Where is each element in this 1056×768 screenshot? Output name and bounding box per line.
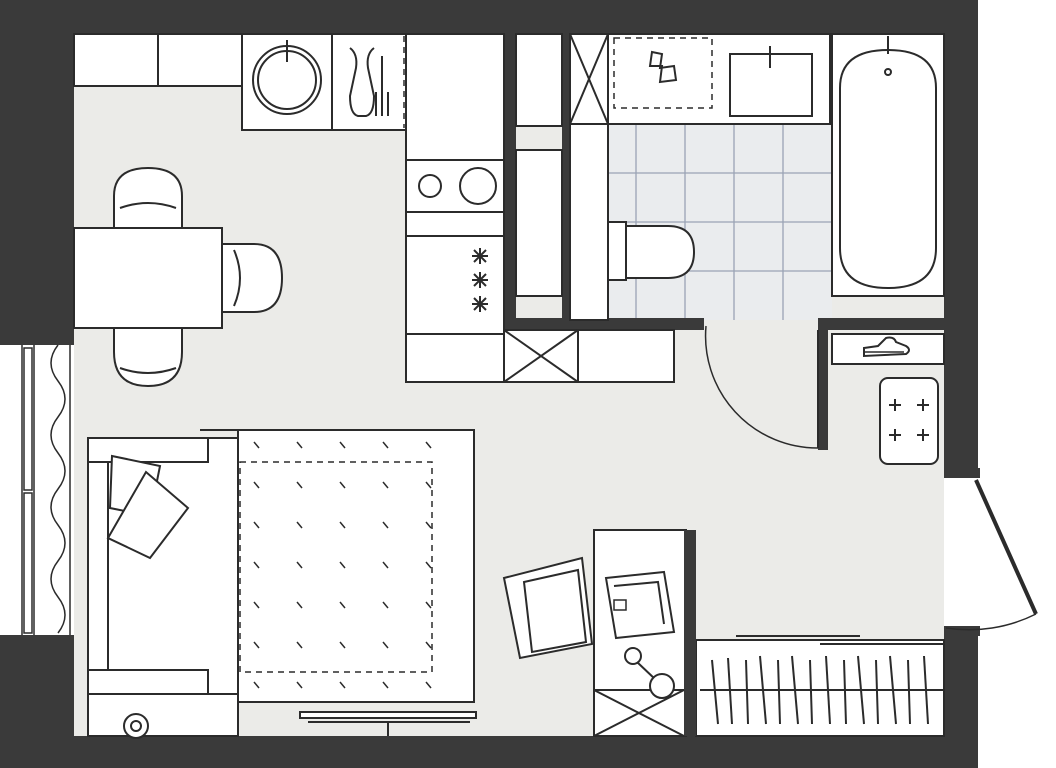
bathroom <box>569 33 945 321</box>
rug-mark <box>339 601 346 609</box>
toilet-icon <box>607 221 696 281</box>
interior-walls <box>504 34 944 450</box>
rug-mark <box>296 641 303 649</box>
chair-icon[interactable] <box>221 243 284 313</box>
rug-mark <box>382 681 389 689</box>
cooktop-icon <box>405 159 505 213</box>
rug-icon <box>200 429 475 703</box>
dish-brush-icon <box>331 33 407 131</box>
rug-mark <box>296 681 303 689</box>
bathroom-floor <box>608 123 832 320</box>
rug-mark <box>382 601 389 609</box>
rug-mark <box>296 481 303 489</box>
armchair-icon[interactable] <box>502 556 594 660</box>
rug-mark <box>339 561 346 569</box>
rug-mark <box>425 521 432 529</box>
rug-mark <box>425 681 432 689</box>
rug-mark <box>253 561 260 569</box>
rug-mark <box>253 481 260 489</box>
washing-machine-icon <box>569 33 609 321</box>
rug-mark <box>339 681 346 689</box>
rug-mark <box>296 521 303 529</box>
rug-mark <box>253 681 260 689</box>
rug-mark <box>253 521 260 529</box>
upper-cabinet <box>73 33 159 87</box>
oven-icon <box>405 211 505 335</box>
pouf-icon[interactable] <box>879 377 939 465</box>
hallway <box>831 333 1038 636</box>
rug-mark <box>296 561 303 569</box>
lower-cabinet <box>577 329 675 383</box>
rug-pattern <box>253 441 432 689</box>
rug-mark <box>425 441 432 449</box>
round-sink-icon <box>241 33 333 131</box>
rug-mark <box>382 521 389 529</box>
rug-mark <box>339 481 346 489</box>
counter <box>405 33 505 161</box>
window-icon <box>0 344 74 635</box>
chair-icon[interactable] <box>113 327 183 388</box>
tv-stand-icon <box>299 711 477 736</box>
lower-cabinet <box>405 333 505 383</box>
entrance-door-icon[interactable] <box>944 468 1038 636</box>
shoe-icon <box>831 333 945 365</box>
rug-mark <box>339 641 346 649</box>
rug-mark <box>425 481 432 489</box>
bathtub-icon <box>831 33 945 297</box>
rug-mark <box>425 561 432 569</box>
kitchen <box>73 33 675 383</box>
refrigerator-icon <box>503 329 579 383</box>
rug-mark <box>382 641 389 649</box>
desk-lamp-icon <box>624 647 675 699</box>
rug-mark <box>253 601 260 609</box>
rug-mark <box>425 641 432 649</box>
rug-mark <box>339 521 346 529</box>
upper-cabinet <box>157 33 243 87</box>
chair-icon[interactable] <box>113 166 183 229</box>
rug-mark <box>382 441 389 449</box>
rug-mark <box>296 441 303 449</box>
rug-mark <box>382 481 389 489</box>
rug-mark <box>253 641 260 649</box>
pillow-icon <box>106 454 190 560</box>
rug-mark <box>296 601 303 609</box>
laptop-icon <box>604 570 676 640</box>
rug-mark <box>253 441 260 449</box>
bathroom-sink-icon <box>729 46 813 117</box>
dining-table-icon <box>73 227 223 329</box>
wardrobe-icon <box>695 635 945 737</box>
rug-mark <box>382 561 389 569</box>
rug-mark <box>339 441 346 449</box>
rug-mark <box>425 601 432 609</box>
door-icon[interactable] <box>704 325 819 449</box>
